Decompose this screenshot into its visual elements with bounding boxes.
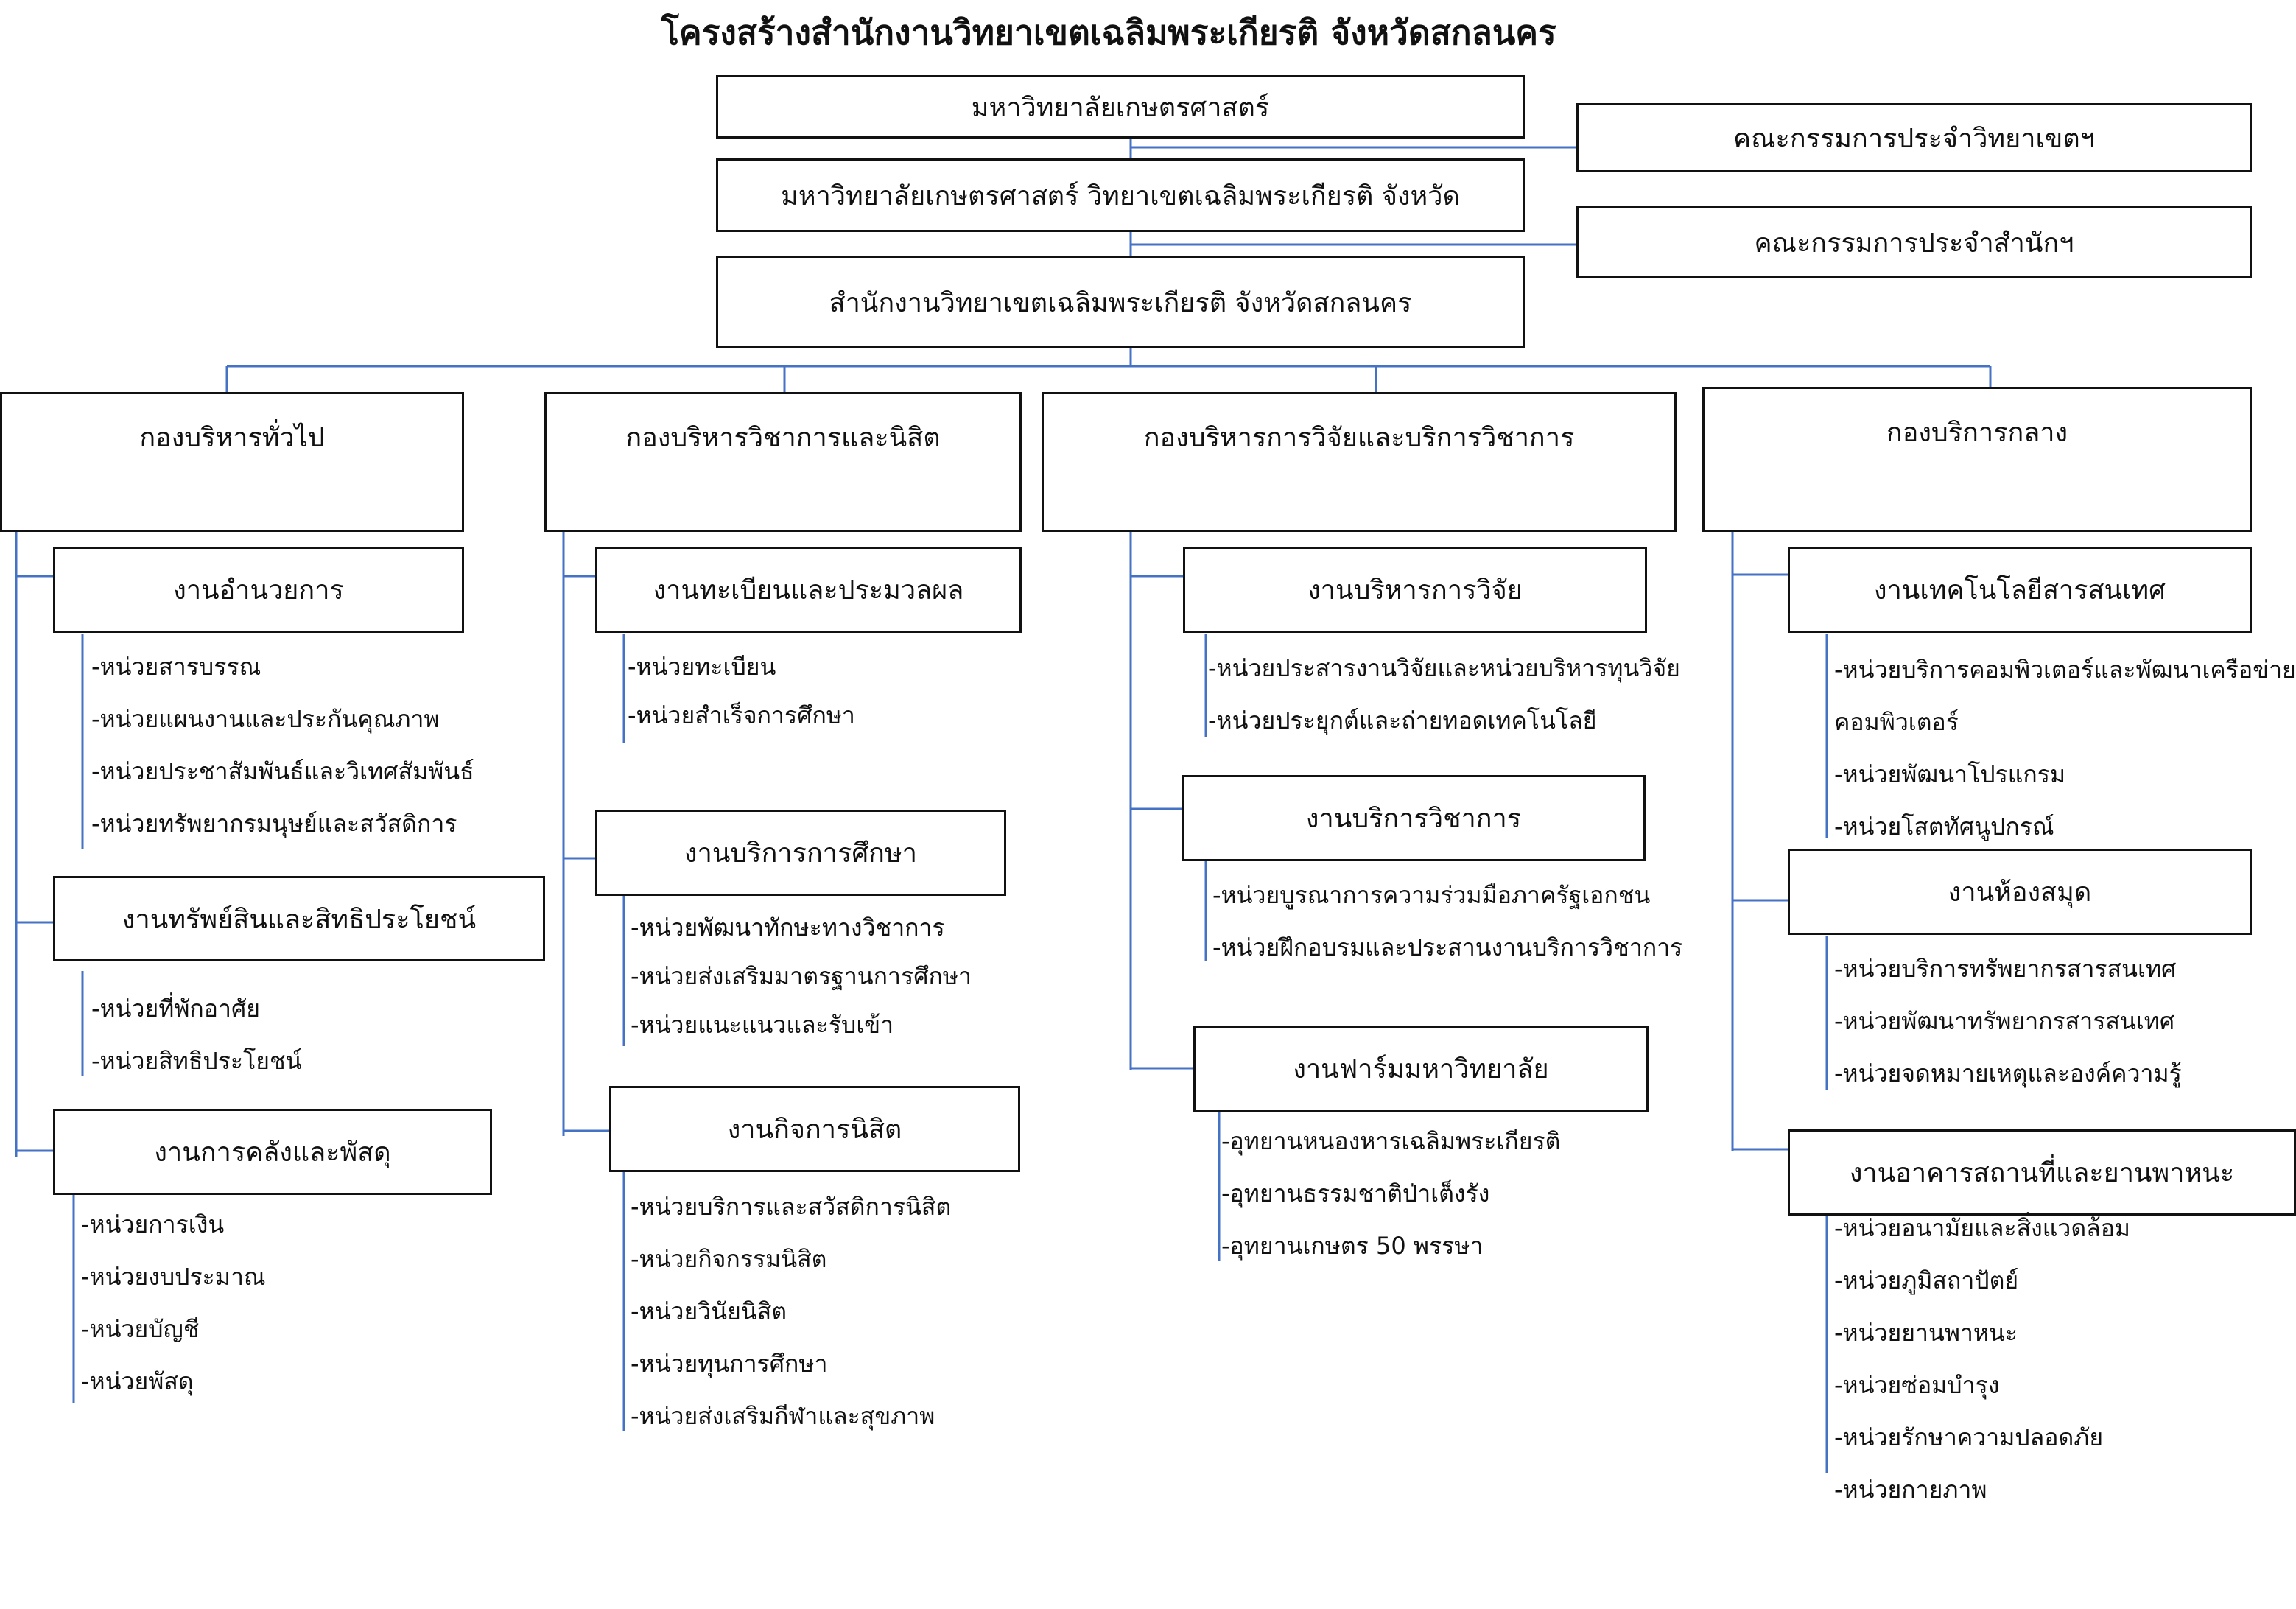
- unit-item: -หน่วยทุนการศึกษา: [631, 1350, 828, 1378]
- unit-item: -หน่วยบริการและสวัสดิการนิสิต: [631, 1193, 952, 1221]
- unit-item: -หน่วยพัสดุ: [81, 1367, 194, 1395]
- unit-item: -หน่วยบัญชี: [81, 1315, 200, 1343]
- section-research-admin: งานบริหารการวิจัย: [1183, 547, 1647, 633]
- unit-item: -หน่วยสิทธิประโยชน์: [91, 1047, 302, 1075]
- unit-item: -หน่วยซ่อมบำรุง: [1834, 1371, 2000, 1399]
- unit-item: -หน่วยสารบรรณ: [91, 653, 261, 681]
- unit-item: -หน่วยอนามัยและสิ่งแวดล้อม: [1834, 1214, 2131, 1242]
- unit-item: -หน่วยประชาสัมพันธ์และวิเทศสัมพันธ์: [91, 757, 474, 785]
- section-student-affairs: งานกิจการนิสิต: [609, 1086, 1020, 1172]
- division-research-services: กองบริหารการวิจัยและบริการวิชาการ: [1042, 392, 1677, 532]
- section-university-farm: งานฟาร์มมหาวิทยาลัย: [1193, 1026, 1649, 1112]
- unit-item: -หน่วยทะเบียน: [628, 653, 776, 681]
- unit-list-student-affairs: -หน่วยบริการและสวัสดิการนิสิต -หน่วยกิจก…: [631, 1181, 951, 1443]
- unit-item: -หน่วยบริการทรัพยากรสารสนเทศ: [1834, 955, 2177, 983]
- unit-item: -หน่วยบริการคอมพิวเตอร์และพัฒนาเครือข่าย: [1834, 656, 2296, 684]
- unit-list-administration: -หน่วยสารบรรณ -หน่วยแผนงานและประกันคุณภา…: [91, 641, 474, 850]
- unit-list-academic-services: -หน่วยบูรณาการความร่วมมือภาครัฐเอกชน -หน…: [1212, 869, 1682, 974]
- unit-item: -หน่วยรักษาความปลอดภัย: [1834, 1423, 2104, 1451]
- unit-item: -หน่วยสำเร็จการศึกษา: [628, 701, 855, 729]
- unit-item: -หน่วยโสตทัศนูปกรณ์: [1834, 813, 2054, 841]
- unit-list-finance: -หน่วยการเงิน -หน่วยงบประมาณ -หน่วยบัญชี…: [81, 1199, 266, 1408]
- section-buildings-vehicles: งานอาคารสถานที่และยานพาหนะ: [1788, 1129, 2296, 1216]
- unit-item: -หน่วยภูมิสถาปัตย์: [1834, 1266, 2019, 1294]
- chart-title: โครงสร้างสำนักงานวิทยาเขตเฉลิมพระเกียรติ…: [661, 13, 1556, 52]
- unit-list-registration: -หน่วยทะเบียน -หน่วยสำเร็จการศึกษา: [628, 642, 855, 740]
- unit-item: -อุทยานเกษตร 50 พรรษา: [1221, 1232, 1484, 1260]
- box-campus-office: สำนักงานวิทยาเขตเฉลิมพระเกียรติ จังหวัดส…: [716, 256, 1525, 348]
- unit-list-education-services: -หน่วยพัฒนาทักษะทางวิชาการ -หน่วยส่งเสริ…: [631, 903, 972, 1049]
- box-office-committee: คณะกรรมการประจำสำนักฯ: [1576, 206, 2252, 278]
- box-university: มหาวิทยาลัยเกษตรศาสตร์: [716, 75, 1525, 139]
- section-finance: งานการคลังและพัสดุ: [53, 1109, 492, 1195]
- unit-item: -อุทยานหนองหารเฉลิมพระเกียรติ: [1221, 1127, 1561, 1155]
- unit-item: -หน่วยบูรณาการความร่วมมือภาครัฐเอกชน: [1212, 881, 1651, 909]
- unit-item: -หน่วยพัฒนาทักษะทางวิชาการ: [631, 914, 945, 942]
- unit-item: -หน่วยจดหมายเหตุและองค์ความรู้: [1834, 1059, 2182, 1087]
- unit-item: -หน่วยกิจกรรมนิสิต: [631, 1245, 827, 1273]
- unit-item: -หน่วยฝึกอบรมและประสานงานบริการวิชาการ: [1212, 933, 1683, 961]
- unit-item: -หน่วยพัฒนาโปรแกรม: [1834, 760, 2066, 788]
- unit-item: -หน่วยส่งเสริมมาตรฐานการศึกษา: [631, 962, 972, 990]
- unit-item: -หน่วยวินัยนิสิต: [631, 1297, 787, 1325]
- section-education-services: งานบริการการศึกษา: [595, 810, 1006, 896]
- unit-list-university-farm: -อุทยานหนองหารเฉลิมพระเกียรติ -อุทยานธรร…: [1221, 1115, 1560, 1272]
- division-academic-students: กองบริหารวิชาการและนิสิต: [544, 392, 1022, 532]
- unit-item: -หน่วยแผนงานและประกันคุณภาพ: [91, 705, 440, 733]
- unit-item: -อุทยานธรรมชาติป่าเต็งรัง: [1221, 1179, 1490, 1207]
- unit-item: -หน่วยประยุกต์และถ่ายทอดเทคโนโลยี: [1208, 707, 1597, 735]
- division-central-services: กองบริการกลาง: [1702, 387, 2252, 532]
- unit-item: -หน่วยแนะแนวและรับเข้า: [631, 1011, 894, 1039]
- box-campus-committee: คณะกรรมการประจำวิทยาเขตฯ: [1576, 103, 2252, 172]
- section-registration: งานทะเบียนและประมวลผล: [595, 547, 1022, 633]
- unit-item: -หน่วยกายภาพ: [1834, 1476, 1987, 1504]
- unit-item: -หน่วยทรัพยากรมนุษย์และสวัสดิการ: [91, 810, 457, 838]
- unit-item: -หน่วยประสารงานวิจัยและหน่วยบริหารทุนวิจ…: [1208, 654, 1680, 682]
- unit-item: -หน่วยส่งเสริมกีฬาและสุขภาพ: [631, 1402, 935, 1430]
- unit-list-assets: -หน่วยที่พักอาศัย -หน่วยสิทธิประโยชน์: [91, 983, 302, 1087]
- section-library: งานห้องสมุด: [1788, 849, 2252, 935]
- division-general-admin: กองบริหารทั่วไป: [0, 392, 464, 532]
- unit-list-information-technology: -หน่วยบริการคอมพิวเตอร์และพัฒนาเครือข่าย…: [1834, 644, 2296, 853]
- unit-item: -หน่วยที่พักอาศัย: [91, 995, 261, 1023]
- unit-item: -หน่วยพัฒนาทรัพยากรสารสนเทศ: [1834, 1007, 2175, 1035]
- box-campus: มหาวิทยาลัยเกษตรศาสตร์ วิทยาเขตเฉลิมพระเ…: [716, 158, 1525, 232]
- unit-item: -หน่วยยานพาหนะ: [1834, 1319, 2018, 1347]
- unit-list-library: -หน่วยบริการทรัพยากรสารสนเทศ -หน่วยพัฒนา…: [1834, 943, 2182, 1100]
- section-assets: งานทรัพย์สินและสิทธิประโยชน์: [53, 876, 545, 961]
- unit-item: คอมพิวเตอร์: [1834, 708, 1959, 736]
- section-information-technology: งานเทคโนโลยีสารสนเทศ: [1788, 547, 2252, 633]
- section-academic-services: งานบริการวิชาการ: [1182, 775, 1646, 861]
- unit-item: -หน่วยการเงิน: [81, 1210, 225, 1238]
- section-administration: งานอำนวยการ: [53, 547, 464, 633]
- unit-list-research-admin: -หน่วยประสารงานวิจัยและหน่วยบริหารทุนวิจ…: [1208, 642, 1680, 747]
- unit-item: -หน่วยงบประมาณ: [81, 1263, 266, 1291]
- unit-list-buildings-vehicles: -หน่วยอนามัยและสิ่งแวดล้อม -หน่วยภูมิสถา…: [1834, 1202, 2130, 1516]
